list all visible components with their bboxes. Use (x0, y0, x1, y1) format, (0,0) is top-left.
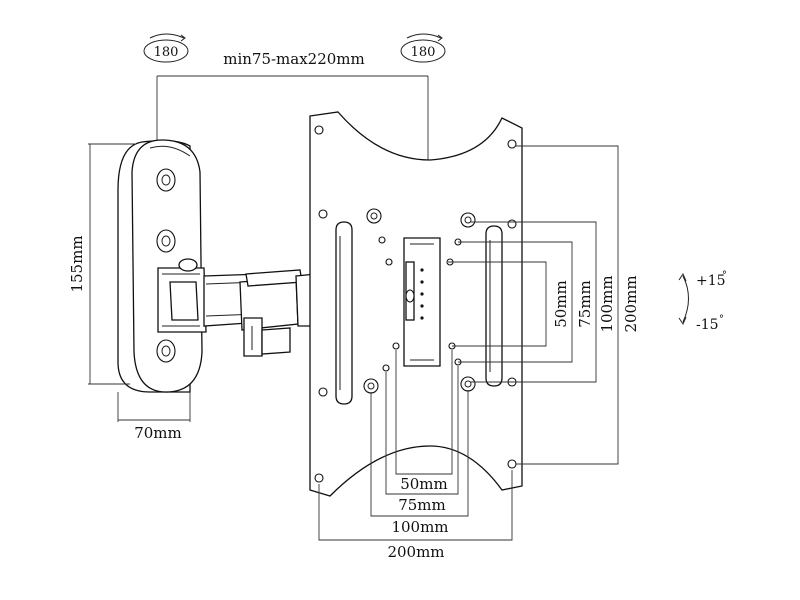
tilt-down-label: -15 (696, 317, 719, 333)
depth-dimension: 70mm (117, 392, 191, 442)
depth-label: 70mm (134, 424, 182, 442)
vesa-horizontal-75: 75mm (398, 496, 446, 514)
rotation-badge-right: 180 (400, 33, 446, 63)
arm-extension-dimension (156, 75, 429, 160)
articulating-arm (157, 258, 317, 357)
wall-plate-hole-top (156, 168, 176, 192)
tilt-down-degree: ° (719, 314, 724, 325)
tilt-indicator: +15 ° -15 ° (678, 270, 727, 333)
vesa-vertical-50: 50mm (552, 280, 570, 328)
rotation-badge-left: 180 (143, 33, 189, 63)
vesa-horizontal-dimensions: 50mm 75mm 100mm 200mm (318, 350, 513, 561)
wall-plate-hole-bottom (156, 339, 176, 363)
tilt-up-label: +15 (696, 273, 726, 289)
vesa-horizontal-200: 200mm (387, 543, 444, 561)
vesa-vertical-100: 100mm (598, 275, 616, 332)
tilt-arc-arrow (682, 275, 689, 323)
vesa-horizontal-50: 50mm (400, 475, 448, 493)
rotation-left-label: 180 (154, 45, 179, 60)
tilt-up-degree: ° (722, 270, 727, 281)
vesa-vertical-dimensions: 50mm 75mm 100mm 200mm (448, 145, 640, 465)
height-dimension: 155mm (68, 143, 136, 385)
rotation-right-label: 180 (411, 45, 436, 60)
height-label: 155mm (68, 235, 86, 292)
vesa-horizontal-100: 100mm (391, 518, 448, 536)
wall-plate-hole-middle (156, 229, 176, 253)
tv-plate (309, 111, 523, 497)
arm-extension-label: min75-max220mm (223, 50, 365, 68)
vesa-vertical-75: 75mm (576, 280, 594, 328)
vesa-vertical-200: 200mm (622, 275, 640, 332)
plate-slot-left (335, 221, 353, 405)
